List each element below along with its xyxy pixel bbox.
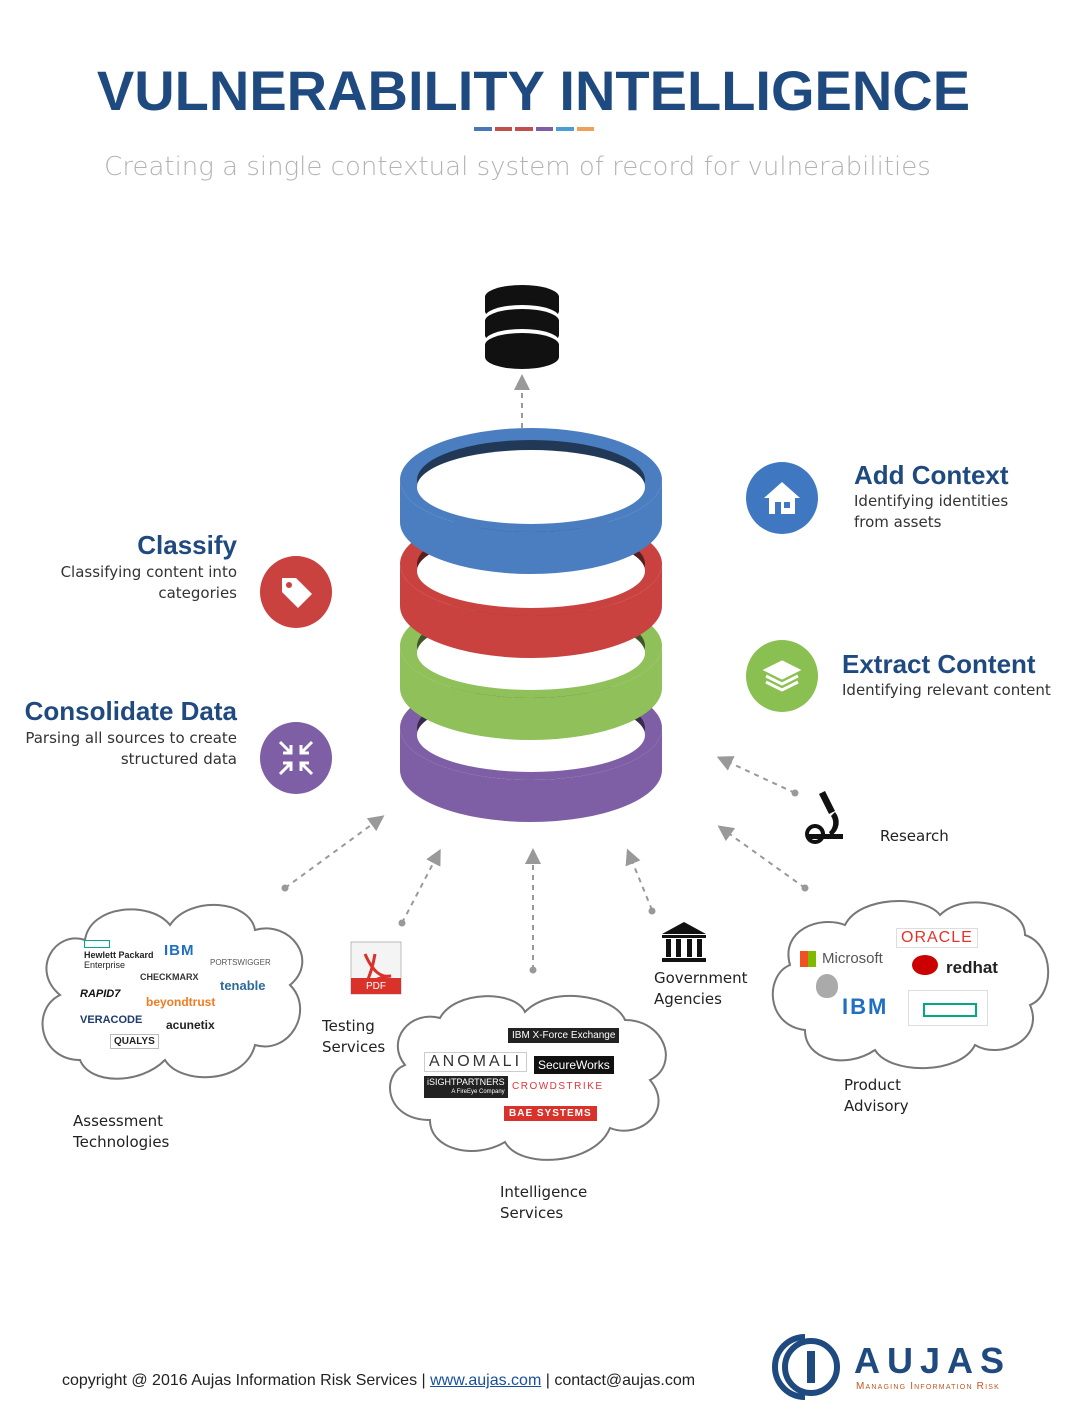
ring-layer (400, 428, 662, 574)
hpe-product-logo (908, 990, 988, 1026)
ibm-logo: IBM (164, 942, 195, 959)
footer-text: copyright @ 2016 Aujas Information Risk … (62, 1372, 695, 1390)
redhat-logo-mark (912, 955, 938, 975)
logo-text: A FireEye Company (451, 1089, 505, 1095)
classify-description: Classifying content into categories (61, 562, 237, 604)
qualys-logo: QUALYS (110, 1034, 159, 1049)
ibm-product-logo: IBM (842, 994, 889, 1019)
classify-desc-line: Classifying content into (60, 563, 237, 581)
add-context-description: Identifying identities from assets (854, 491, 1008, 533)
intelligence-services-label: Intelligence Services (500, 1182, 587, 1224)
add-context-desc-line: Identifying identities (854, 492, 1009, 510)
title-underline-bar (474, 127, 594, 131)
acunetix-logo: acunetix (166, 1018, 215, 1032)
testing-services-label: Testing Services (322, 1016, 385, 1058)
microsoft-logo: Microsoft (822, 950, 883, 967)
microsoft-logo-mark (800, 951, 816, 967)
checkmarx-logo: CHECKMARX (140, 972, 199, 982)
website-link[interactable]: www.aujas.com (430, 1372, 542, 1389)
database-icon (485, 285, 559, 369)
compress-icon (260, 722, 332, 794)
extract-content-title: Extract Content (842, 649, 1036, 679)
label-line: Testing (322, 1017, 375, 1035)
source-arrows (284, 756, 806, 970)
tenable-logo: tenable (220, 978, 266, 993)
government-icon (662, 922, 706, 962)
oracle-logo: ORACLE (896, 928, 978, 948)
beyondtrust-logo: beyondtrust (146, 995, 216, 1009)
title-bar-segment (556, 127, 574, 131)
label-line: Advisory (844, 1097, 909, 1115)
classify-title: Classify (137, 530, 237, 560)
title-bar-segment (535, 127, 553, 131)
home-icon (746, 462, 818, 534)
cloud-assessment (41, 904, 304, 1080)
veracode-logo: VERACODE (80, 1014, 143, 1026)
cloud-product (771, 900, 1050, 1070)
title-bar-segment (515, 127, 533, 131)
label-line: Agencies (654, 990, 722, 1008)
ring-stack (400, 428, 662, 822)
consolidate-title: Consolidate Data (24, 696, 237, 726)
page-title: VULNERABILITY INTELLIGENCE (96, 59, 971, 122)
label-line: Assessment (73, 1112, 163, 1130)
classify-desc-line: categories (158, 584, 237, 602)
page-subtitle: Creating a single contextual system of r… (104, 152, 931, 182)
secureworks-logo: SecureWorks (534, 1056, 614, 1074)
logo-text: Hewlett Packard (84, 950, 154, 960)
assessment-technologies-label: Assessment Technologies (73, 1111, 169, 1153)
government-agencies-label: Government Agencies (654, 968, 748, 1010)
label-line: Services (322, 1038, 386, 1056)
pdf-icon (350, 941, 402, 995)
research-label: Research (880, 827, 949, 845)
logo-text: Enterprise (84, 960, 126, 970)
label-line: Intelligence (500, 1183, 588, 1201)
consolidate-desc-line: Parsing all sources to create (25, 729, 237, 747)
rapid7-logo: RAPID7 (80, 988, 121, 1000)
crowdstrike-logo: CROWDSTRIKE (512, 1081, 604, 1092)
hpe-logo-mark (84, 940, 110, 948)
title-bar-segment (474, 127, 492, 131)
label-line: Services (500, 1204, 564, 1222)
microscope-icon (805, 791, 843, 844)
footer-contact: | contact@aujas.com (541, 1372, 696, 1389)
footer-copyright: copyright @ 2016 Aujas Information Risk … (62, 1372, 431, 1389)
pdf-label: PDF (366, 981, 386, 992)
title-bar-segment (576, 127, 594, 131)
logo-text: iSIGHTPARTNERS (427, 1077, 505, 1087)
hpe-product-logo-mark (923, 1003, 977, 1017)
product-advisory-label: Product Advisory (844, 1075, 909, 1117)
label-line: Product (844, 1076, 901, 1094)
add-context-desc-line: from assets (854, 513, 942, 531)
title-bar-segment (494, 127, 512, 131)
layers-icon (746, 640, 818, 712)
extract-content-description: Identifying relevant content (842, 681, 1051, 699)
label-line: Technologies (73, 1133, 170, 1151)
label-line: Government (654, 969, 748, 987)
consolidate-desc-line: structured data (120, 750, 237, 768)
bae-systems-logo: BAE SYSTEMS (504, 1106, 597, 1121)
portswigger-logo: PORTSWIGGER (210, 958, 271, 967)
ibm-xforce-logo: IBM X-Force Exchange (508, 1028, 620, 1043)
aujas-logo-icon (772, 1334, 840, 1400)
anomali-logo: ANOMALI (424, 1052, 528, 1072)
isight-logo: iSIGHTPARTNERS A FireEye Company (424, 1076, 508, 1098)
brand-tagline: Managing Information Risk (856, 1381, 1000, 1392)
consolidate-description: Parsing all sources to create structured… (25, 728, 237, 770)
brand-name: AUJAS (854, 1340, 1012, 1381)
redhat-logo: redhat (946, 958, 998, 977)
tag-icon (260, 556, 332, 628)
add-context-title: Add Context (854, 460, 1009, 490)
apple-logo-icon (816, 974, 838, 998)
